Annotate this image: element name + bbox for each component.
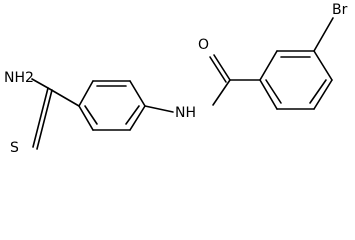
right-ring-inner-3 (265, 79, 282, 104)
bond-c-ring-left (47, 87, 80, 107)
bond-c-s-2 (36, 89, 53, 150)
left-ring-inner-2 (125, 105, 140, 125)
amide-nh-label: NH (175, 105, 196, 121)
bromine-label: Br (332, 2, 348, 18)
oxygen-label: O (198, 37, 209, 53)
molecule-diagram: NH2 S NH O Br (4, 2, 348, 155)
left-ring-bond-6 (78, 105, 94, 131)
bond-carbonyl-o-2 (209, 56, 227, 83)
bond-c-s-1 (32, 87, 49, 148)
sulfur-label: S (10, 140, 19, 155)
bond-nh-carbonyl (212, 79, 231, 106)
bond-ring-nh (144, 105, 174, 113)
left-ring-bond-4 (129, 105, 146, 131)
amine-label: NH2 (4, 70, 34, 86)
structure-canvas: NH2 S NH O Br (4, 2, 348, 155)
right-ring-bond-3 (313, 50, 333, 81)
bond-carbonyl-o-1 (213, 54, 231, 81)
left-ring-bond-1 (78, 80, 94, 107)
bond-ring-br (313, 17, 334, 52)
right-ring-bond-6 (259, 79, 278, 110)
right-ring-bond-1 (259, 50, 278, 81)
left-ring-bond-3 (129, 80, 146, 107)
right-ring-bond-4 (313, 79, 333, 110)
right-ring-inner-2 (309, 79, 327, 104)
left-ring-inner-3 (84, 105, 98, 125)
bond-c-nh2 (31, 78, 49, 89)
